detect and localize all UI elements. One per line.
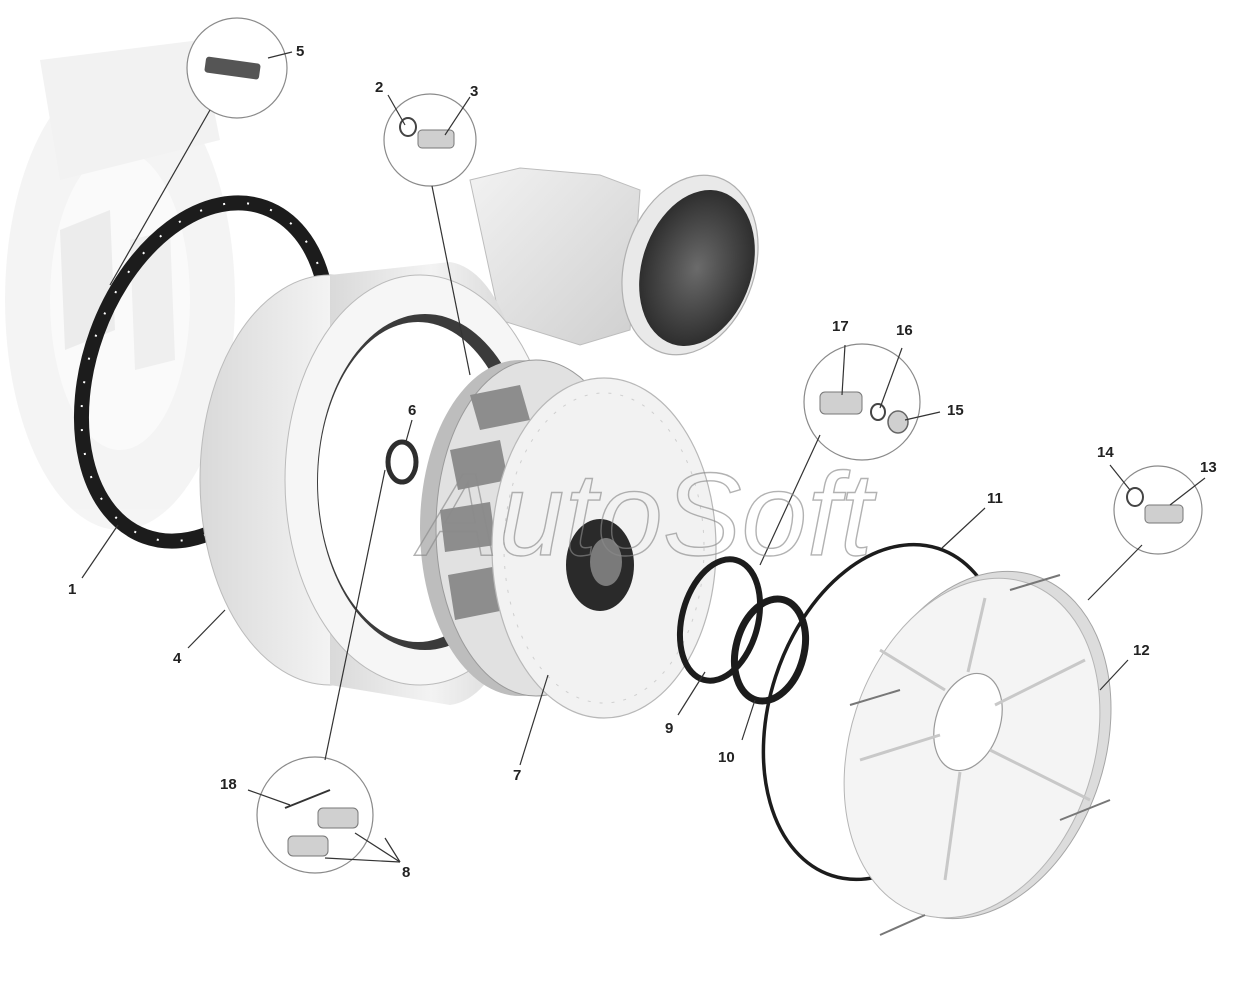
- label-part-6: 6: [408, 402, 416, 419]
- hub-ring: [385, 439, 419, 485]
- label-part-11: 11: [987, 490, 1003, 507]
- leader-lines: [81, 51, 1206, 863]
- label-part-18: 18: [220, 776, 237, 793]
- label-part-15: 15: [947, 402, 964, 419]
- label-part-16: 16: [896, 322, 913, 339]
- callout-bolt-2-3: [383, 93, 477, 187]
- label-part-8: 8: [402, 864, 410, 881]
- label-part-2: 2: [375, 79, 383, 96]
- label-part-4: 4: [173, 650, 182, 667]
- label-part-12: 12: [1133, 642, 1150, 659]
- background-machine-part: [5, 40, 235, 530]
- label-part-17: 17: [832, 318, 849, 335]
- watermark-text: AutoSoft: [414, 449, 877, 581]
- label-part-7: 7: [513, 767, 521, 784]
- gasket-small-9: [676, 556, 764, 684]
- label-part-5: 5: [296, 43, 304, 60]
- callout-bolt-15-17: [803, 343, 921, 461]
- cover-plate: [843, 570, 1112, 936]
- label-part-10: 10: [718, 749, 735, 766]
- callout-key: [186, 17, 288, 119]
- label-part-1: 1: [68, 581, 76, 598]
- label-part-9: 9: [665, 720, 673, 737]
- gasket-small-10: [731, 595, 809, 705]
- callout-bolt-13-14: [1113, 465, 1203, 555]
- callout-pins-8-18: [256, 756, 374, 874]
- label-part-13: 13: [1200, 459, 1217, 476]
- label-part-3: 3: [470, 83, 478, 100]
- impeller-wheel: [420, 359, 717, 719]
- part-labels: 5 2 3 6 1 4 7 9 10 11 12 17 16 15 14 13 …: [68, 43, 1217, 881]
- label-part-14: 14: [1097, 444, 1114, 461]
